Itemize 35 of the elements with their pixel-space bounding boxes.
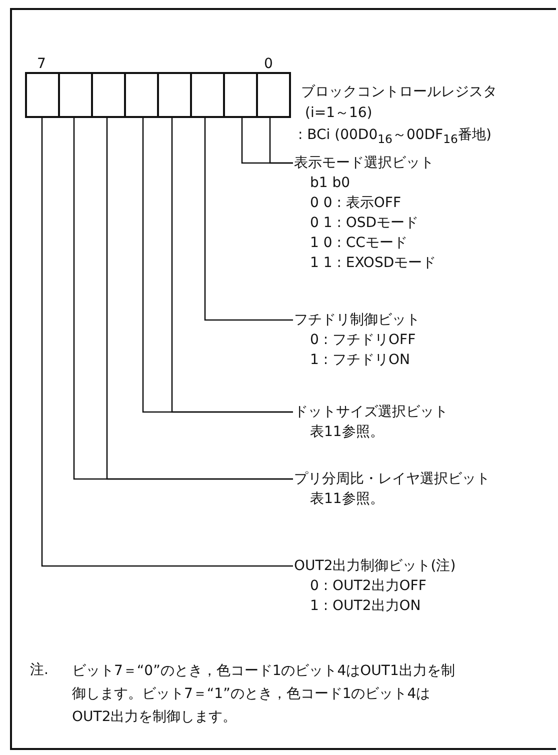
register-name: ブロックコントロールレジスタ (301, 83, 497, 102)
bit-field-description: 0 0 : 表示OFF (310, 194, 402, 213)
bit-field-description: 表11参照。 (310, 423, 385, 442)
bit-field-name: 表示モード選択ビット (294, 154, 435, 173)
register-bit-cell (256, 72, 291, 118)
leader-line (241, 118, 293, 164)
bit-field-name: ドットサイズ選択ビット (294, 403, 448, 422)
bit-field-description: 1 : フチドリON (310, 351, 412, 370)
register-index: (i=1～16) (305, 104, 372, 123)
bit-field-name: プリ分周比・レイヤ選択ビット (294, 470, 490, 489)
register-address: : BCi (00D0$_{16}$～00DF$_{16}$番地) (298, 126, 492, 148)
register-bit-cell (223, 72, 258, 118)
bit-field-description: 表11参照。 (310, 490, 385, 509)
bit-field-description: 0 : フチドリOFF (310, 331, 417, 350)
note-mark: 注. (30, 661, 48, 680)
bit-field-description: b1 b0 (310, 174, 352, 193)
leader-line (41, 118, 293, 567)
bit-field-name: フチドリ制御ビット (294, 311, 420, 330)
leader-line (142, 118, 293, 413)
register-bit-cell (91, 72, 126, 118)
bit-field-description: 1 1 : EXOSDモード (310, 254, 436, 273)
bit-field-description: 1 : OUT2出力ON (310, 597, 422, 616)
bit-field-description: 0 1 : OSDモード (310, 214, 420, 233)
bit-field-description: 1 0 : CCモード (310, 234, 408, 253)
register-bit-cell (58, 72, 93, 118)
register-bit-cell (25, 72, 60, 118)
register-bit-cell (157, 72, 192, 118)
register-bit-cell (124, 72, 159, 118)
bit-number: 7 (37, 55, 46, 74)
note-text: ビット7＝“0”のとき，色コード1のビット4はOUT1出力を制御します。ビット7＝“1”のとき，色コード1のビット4はOUT2出力を制御します。 (72, 662, 456, 727)
register-bit-cell (190, 72, 225, 118)
bit-number: 0 (264, 55, 273, 74)
leader-line (204, 118, 293, 321)
bit-field-name: OUT2出力制御ビット(注) (294, 557, 456, 576)
bit-field-description: 0 : OUT2出力OFF (310, 577, 428, 596)
